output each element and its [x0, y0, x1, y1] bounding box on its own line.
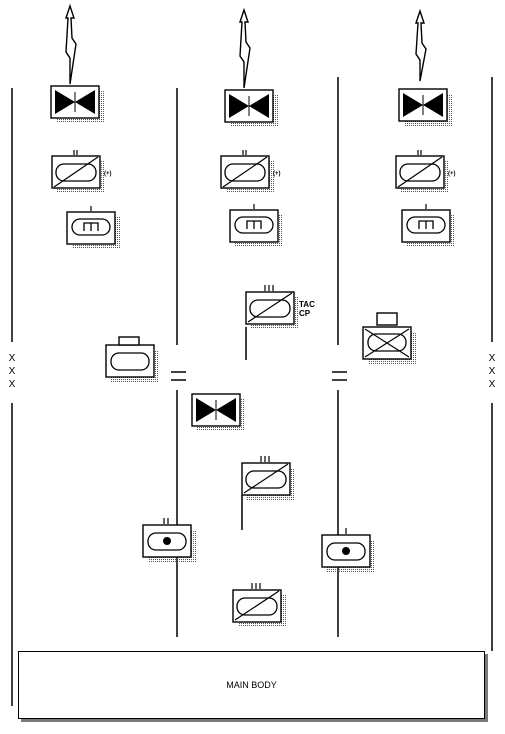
- main-body-label: MAIN BODY: [226, 680, 277, 690]
- armored-cavalry-symbol: [51, 150, 105, 193]
- lightning-arrow-icon: [65, 3, 77, 85]
- support-unit-symbol: [229, 204, 283, 247]
- right-boundary-label: X X X: [488, 353, 496, 390]
- armored-cavalry-symbol: [395, 150, 449, 193]
- signal-unit-symbol: [398, 88, 452, 126]
- armored-cavalry-symbol: [220, 150, 274, 193]
- crossed-unit-symbol: [362, 312, 416, 364]
- signal-unit-symbol: [191, 393, 245, 431]
- armor-unit-symbol: [142, 518, 196, 562]
- lightning-arrow-icon: [415, 8, 427, 82]
- tac-cp-symbol: [245, 285, 299, 329]
- echelon-marker: (+): [104, 171, 112, 177]
- left-boundary-label: X X X: [8, 353, 16, 390]
- signal-unit-symbol: [50, 85, 104, 123]
- echelon-marker: (+): [448, 171, 456, 177]
- coordination-point-right: [332, 371, 347, 381]
- headquarters-unit-symbol: [105, 336, 159, 382]
- echelon-marker: (+): [273, 171, 281, 177]
- coordination-point-left: [171, 371, 186, 381]
- support-unit-symbol: [401, 204, 455, 247]
- tac-cp-label-line-1: TAC: [299, 300, 315, 309]
- tac-cp-label-line-2: CP: [299, 309, 311, 318]
- armored-cavalry-symbol: [241, 456, 295, 500]
- armored-cavalry-symbol: [232, 583, 286, 627]
- armor-unit-symbol: [321, 528, 375, 572]
- main-body-box: MAIN BODY: [18, 651, 485, 719]
- support-unit-symbol: [66, 206, 120, 249]
- lightning-arrow-icon: [239, 7, 251, 89]
- signal-unit-symbol: [224, 89, 278, 127]
